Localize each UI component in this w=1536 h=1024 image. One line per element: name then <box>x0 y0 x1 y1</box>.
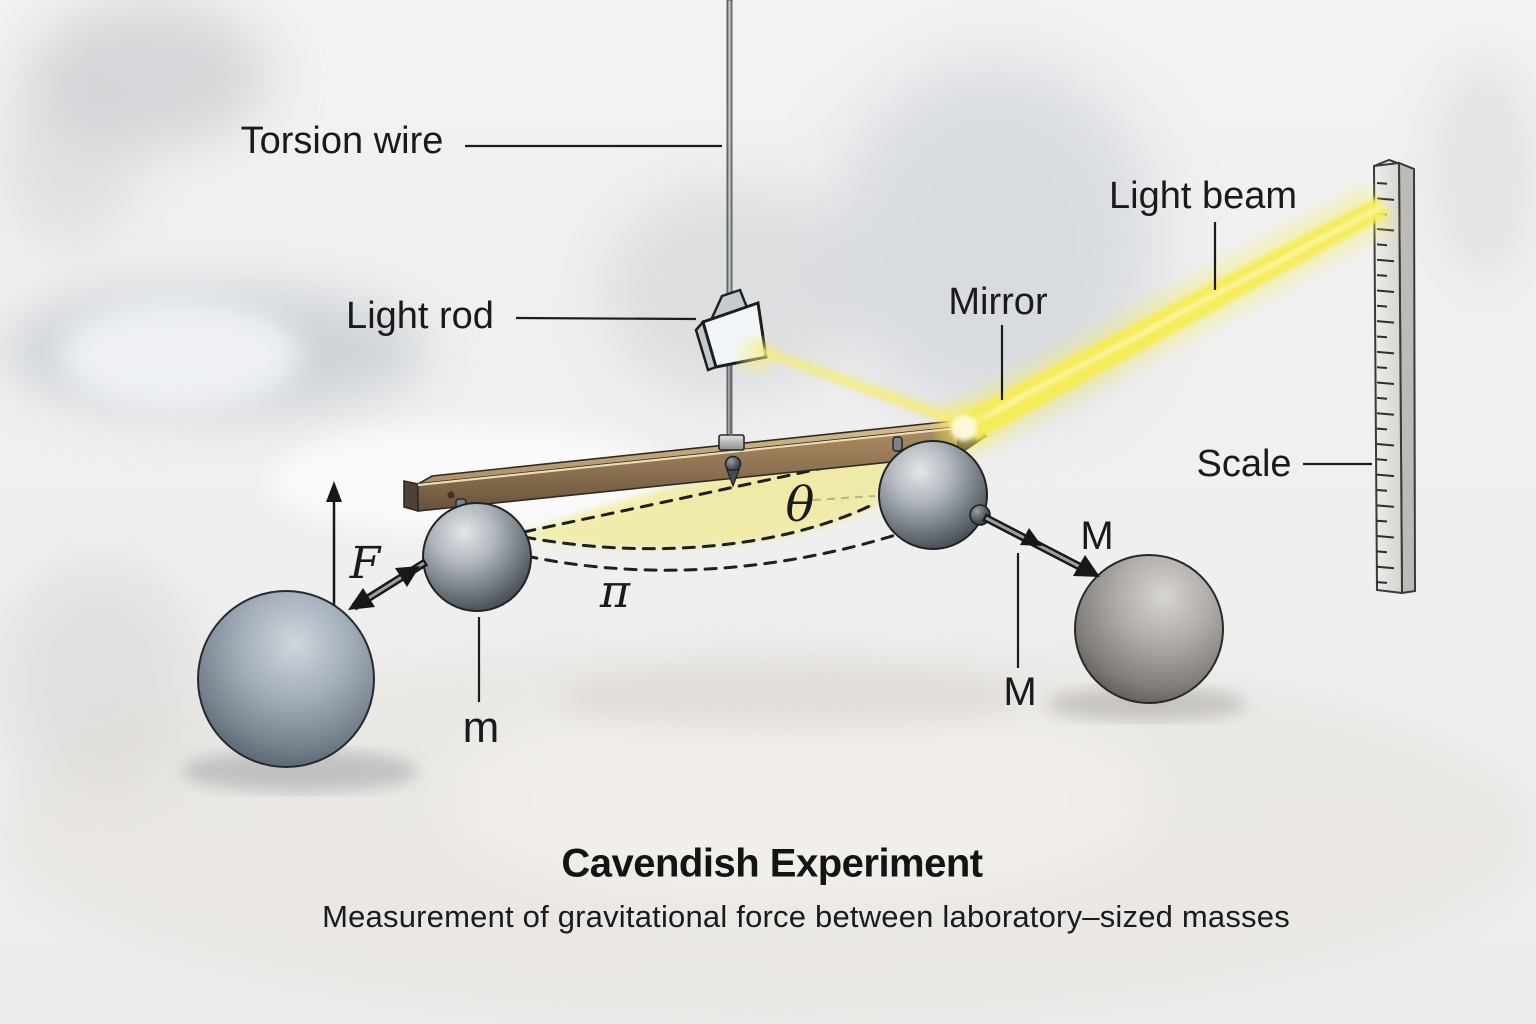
arc-pi-label: π <box>599 564 631 618</box>
light-beam-label: Light beam <box>1108 175 1298 217</box>
large-mass-left <box>197 590 375 768</box>
measuring-scale-ruler <box>1372 158 1417 595</box>
figure-subtitle: Measurement of gravitational force betwe… <box>322 899 1290 934</box>
background-blur-shape <box>450 700 1150 900</box>
light-beam-rays <box>740 186 1397 454</box>
force-F-label: F <box>349 538 381 589</box>
vertical-reference-arrow <box>326 481 342 606</box>
large-mass-M-label-lower: M <box>1003 670 1037 714</box>
figure-title: Cavendish Experiment <box>561 841 983 886</box>
light-rod-label: Light rod <box>346 295 494 337</box>
deflection-angle-theta-label: θ <box>785 477 815 533</box>
small-mass-m-label: m <box>462 703 500 752</box>
attraction-arrow-right <box>969 504 1100 577</box>
scale-label: Scale <box>1196 443 1292 485</box>
swept-angle-highlight <box>524 450 903 549</box>
mirror-label: Mirror <box>948 281 1048 323</box>
background-blur-shape <box>0 560 200 800</box>
force-arrow-F <box>348 558 429 611</box>
callout-leader-lines <box>465 144 1372 702</box>
torsion-wire-label: Torsion wire <box>240 120 444 162</box>
large-mass-M-label-upper: M <box>1080 514 1114 558</box>
small-mass-left <box>422 498 532 612</box>
pivot-collar-and-pin <box>718 434 745 488</box>
background-blur-shape <box>1430 60 1536 280</box>
small-mass-right <box>878 436 988 550</box>
background-blur-shape <box>60 300 300 410</box>
background-blur-shape <box>0 70 140 250</box>
large-mass-right <box>1074 554 1224 704</box>
ground-shadows <box>182 666 1246 792</box>
